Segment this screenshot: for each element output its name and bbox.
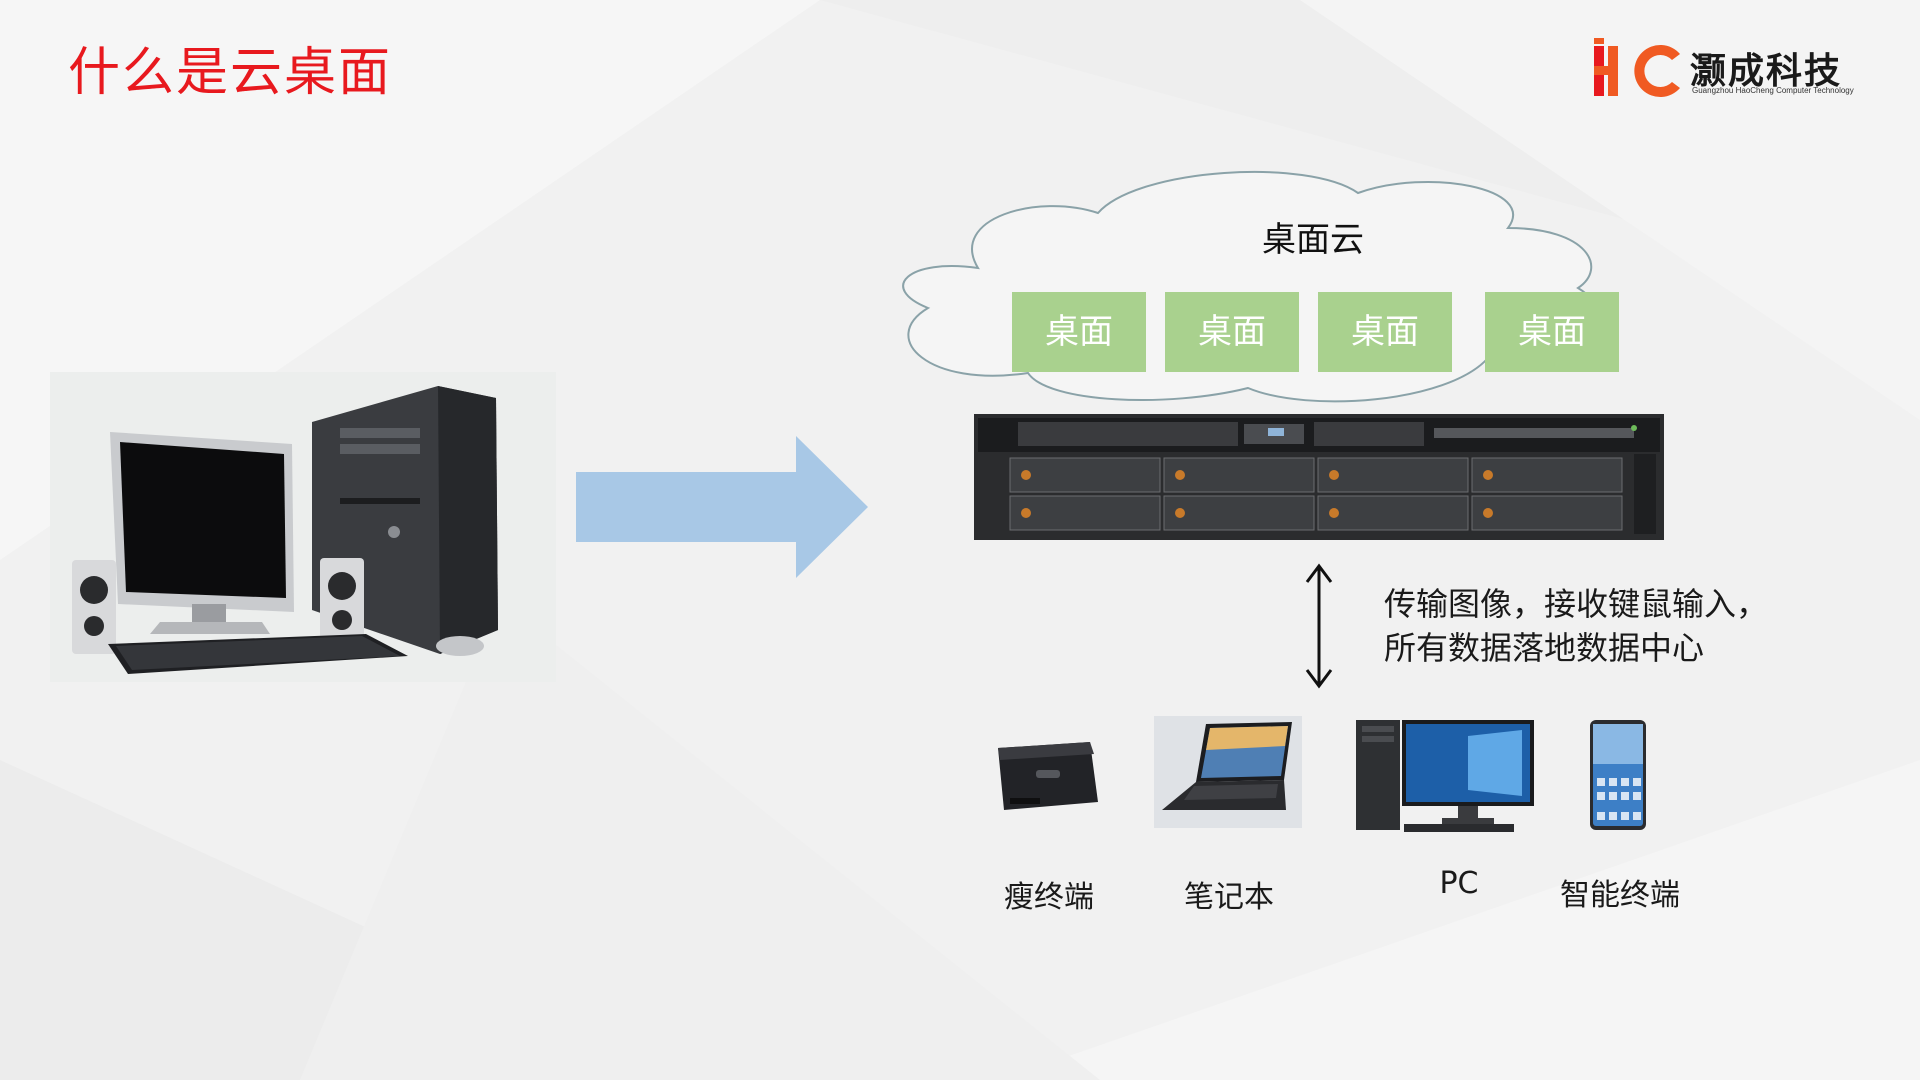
transfer-description: 传输图像，接收键鼠输入， 所有数据落地数据中心	[1384, 582, 1904, 670]
desktop-cloud-shape	[902, 170, 1599, 403]
logo-subtitle: Guangzhou HaoCheng Computer Technology	[1692, 86, 1854, 95]
virtual-desktop-1: 桌面	[1012, 292, 1146, 372]
traditional-desktop-pc-image	[50, 372, 556, 682]
device-label-pc: PC	[1439, 866, 1479, 901]
logo-company-name: 灏成科技	[1690, 51, 1843, 92]
page-title: 什么是云桌面	[68, 43, 393, 103]
virtual-desktop-3: 桌面	[1318, 292, 1452, 372]
big-right-arrow-icon	[576, 436, 868, 578]
virtual-desktop-2: 桌面	[1165, 292, 1299, 372]
note-line-2: 所有数据落地数据中心	[1384, 629, 1705, 667]
bidirectional-arrow-icon	[1305, 563, 1333, 689]
thin-client-icon	[990, 730, 1104, 816]
company-logo: 灏成科技 Guangzhou HaoCheng Computer Technol…	[1592, 36, 1882, 106]
pc-icon	[1354, 716, 1538, 834]
virtual-desktop-4: 桌面	[1485, 292, 1619, 372]
device-label-thin-client: 瘦终端	[1004, 880, 1094, 915]
laptop-icon	[1154, 716, 1302, 828]
device-label-laptop: 笔记本	[1184, 880, 1274, 915]
smartphone-icon	[1590, 720, 1646, 830]
note-line-1: 传输图像，接收键鼠输入，	[1384, 585, 1769, 623]
device-label-smart-terminal: 智能终端	[1560, 878, 1680, 913]
rack-server-image	[974, 414, 1664, 540]
cloud-title: 桌面云	[1262, 220, 1364, 260]
hc-logo-icon	[1594, 38, 1680, 97]
